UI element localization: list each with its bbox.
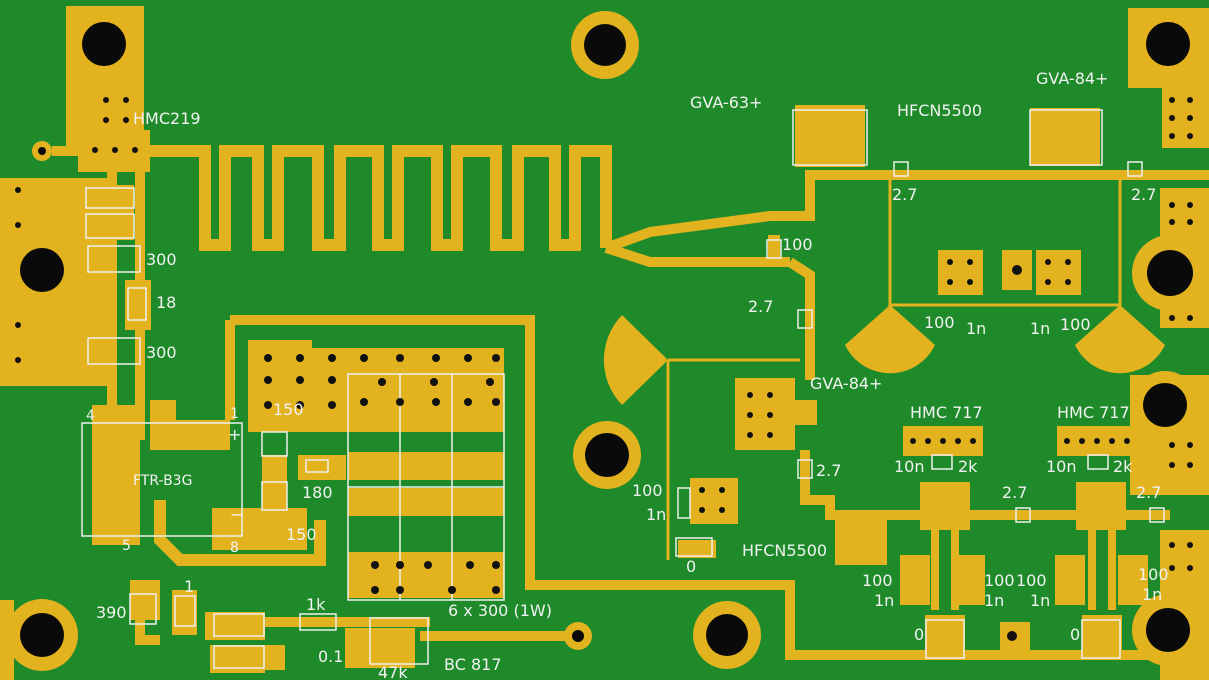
label-r18: 18 bbox=[156, 293, 176, 312]
label-gva84-top: GVA-84+ bbox=[1036, 69, 1108, 88]
pin-8: 8 bbox=[230, 540, 239, 556]
label-r300-b: 300 bbox=[146, 343, 177, 362]
label-r100-b4: 100 bbox=[1138, 565, 1169, 584]
hmc717-stages bbox=[900, 426, 1148, 655]
label-c27-hmc: 2.7 bbox=[1002, 483, 1027, 502]
label-r2k-a: 2k bbox=[958, 457, 978, 476]
label-c1n-b3: 1n bbox=[1030, 591, 1050, 610]
label-r0-b2: 0 bbox=[1070, 625, 1080, 644]
label-c0.1: 0.1 bbox=[318, 647, 343, 666]
label-c1n-ll: 1n bbox=[646, 505, 666, 524]
hfcn5500-top bbox=[845, 108, 1165, 374]
label-c1n-b1: 1n bbox=[874, 591, 894, 610]
label-r150-a: 150 bbox=[273, 400, 304, 419]
silkscreen-outlines bbox=[85, 109, 1165, 669]
label-r100-b2: 100 bbox=[984, 571, 1015, 590]
label-r100-mid: 100 bbox=[782, 235, 813, 254]
label-hmc717-a: HMC 717 bbox=[910, 403, 983, 422]
pin-5: 5 bbox=[122, 538, 131, 554]
label-hfcn5500-mid: HFCN5500 bbox=[742, 541, 827, 560]
gva63-stage bbox=[768, 105, 1209, 380]
label-r180: 180 bbox=[302, 483, 333, 502]
label-hfcn5500-top: HFCN5500 bbox=[897, 101, 982, 120]
vias bbox=[15, 97, 1193, 641]
label-hmc717-b: HMC 717 bbox=[1057, 403, 1130, 422]
label-r1k: 1k bbox=[306, 595, 326, 614]
label-r390: 390 bbox=[96, 603, 127, 622]
label-c1: 1 bbox=[184, 577, 194, 596]
label-bc817: BC 817 bbox=[444, 655, 502, 674]
label-r47k: 47k bbox=[378, 663, 408, 680]
label-r100-l: 100 bbox=[924, 313, 955, 332]
label-c1n-l: 1n bbox=[966, 319, 986, 338]
pin-4: 4 bbox=[86, 408, 95, 424]
label-ftr-b3g: FTR-B3G bbox=[133, 473, 192, 489]
label-c27-tr: 2.7 bbox=[1131, 185, 1156, 204]
label-r100-b3: 100 bbox=[1016, 571, 1047, 590]
label-c10n-b: 10n bbox=[1046, 457, 1077, 476]
label-gva84-mid: GVA-84+ bbox=[810, 374, 882, 393]
pin-1: 1 bbox=[230, 406, 239, 422]
label-c27-mid: 2.7 bbox=[748, 297, 773, 316]
radial-stub-left bbox=[603, 315, 800, 560]
label-c1n-b4: 1n bbox=[1142, 585, 1162, 604]
label-r150-b: 150 bbox=[286, 525, 317, 544]
minus-sign: − bbox=[230, 505, 243, 524]
label-r100-ll: 100 bbox=[632, 481, 663, 500]
label-r300-a: 300 bbox=[146, 250, 177, 269]
label-r0-ll: 0 bbox=[686, 557, 696, 576]
bc817-area bbox=[205, 612, 592, 673]
label-r2k-b: 2k bbox=[1113, 457, 1133, 476]
label-gva63: GVA-63+ bbox=[690, 93, 762, 112]
label-c27-tl: 2.7 bbox=[892, 185, 917, 204]
label-c10n-a: 10n bbox=[894, 457, 925, 476]
label-resistor-array: 6 x 300 (1W) bbox=[448, 601, 552, 620]
resistor-array bbox=[248, 348, 505, 601]
label-hmc219: HMC219 bbox=[133, 109, 201, 128]
silkscreen-labels: HMC219 GVA-63+ HFCN5500 GVA-84+ GVA-84+ … bbox=[86, 69, 1169, 680]
label-c27-gva: 2.7 bbox=[816, 461, 841, 480]
mounting-holes bbox=[6, 8, 1208, 671]
label-c1n-r: 1n bbox=[1030, 319, 1050, 338]
label-c1n-b2: 1n bbox=[984, 591, 1004, 610]
label-r100-b1: 100 bbox=[862, 571, 893, 590]
plus-sign: + bbox=[228, 425, 241, 444]
label-r0-b1: 0 bbox=[914, 625, 924, 644]
label-r100-r: 100 bbox=[1060, 315, 1091, 334]
label-c27-out: 2.7 bbox=[1136, 483, 1161, 502]
